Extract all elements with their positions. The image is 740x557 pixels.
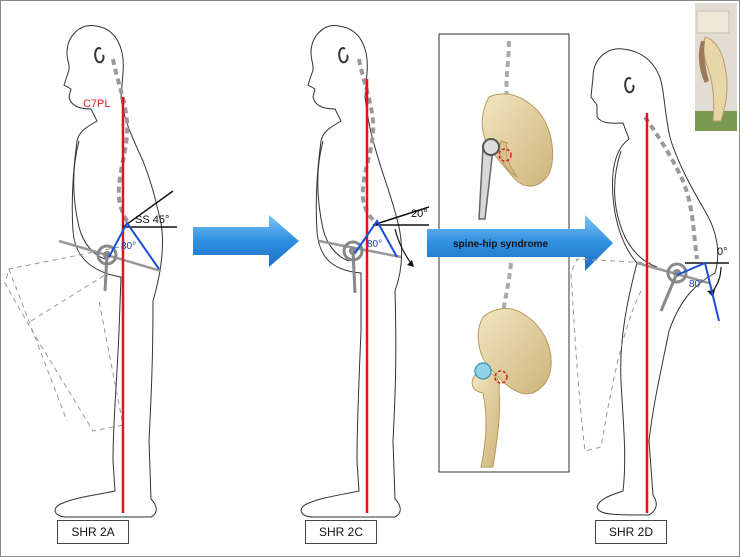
body-outline-a (54, 25, 164, 518)
ear-a (94, 47, 105, 64)
implant-head-lower-inset (474, 362, 492, 380)
ss-line-c (372, 206, 430, 226)
pelvic-angle-lines-c (354, 219, 398, 258)
spine-dashed-lower-inset (501, 262, 513, 314)
ear-c (338, 47, 349, 64)
sacral-arc-c (394, 228, 412, 264)
arm-c (317, 140, 350, 262)
ear-d (624, 77, 635, 94)
label-ss-angle: SS 45° (135, 214, 169, 226)
figure-shr-2a: C7PL SS 45° 80° (4, 25, 177, 518)
femur-stem-c (351, 250, 357, 294)
femoral-head-d (666, 262, 688, 284)
femur-stem-a (103, 254, 109, 292)
label-sacral-angle-d: 0° (717, 246, 728, 258)
spine-d (643, 115, 699, 260)
arm-d (614, 150, 658, 268)
label-spine-hip-syndrome: spine-hip syndrome (453, 239, 548, 250)
arrow-c-to-d (427, 215, 613, 271)
body-outline-c (300, 25, 403, 518)
spine-a (111, 58, 131, 225)
spine-dashed-upper-inset (504, 40, 511, 98)
dashed-leg-d (570, 258, 652, 452)
caption-shr-2d: SHR 2D (595, 520, 667, 544)
pelvic-angle-lines-a (108, 221, 160, 270)
label-pelvic-angle-c: 80° (367, 239, 382, 250)
dashed-leg-a-inner (8, 268, 106, 422)
label-pelvic-angle-a: 80° (121, 241, 136, 252)
pelvic-angle-lines-d (676, 261, 720, 322)
caption-shr-2c: SHR 2C (305, 520, 377, 544)
arrow-a-to-c (193, 215, 299, 267)
arc-arrowhead-c (407, 260, 414, 267)
arm-a (73, 140, 106, 260)
label-c7pl: C7PL (83, 98, 111, 110)
implant-head-upper-inset (482, 138, 500, 156)
femur-stem-d (659, 272, 679, 312)
body-outline-d (590, 48, 719, 516)
pelvis-axis-c (318, 239, 402, 259)
dashed-leg-a (4, 246, 124, 432)
label-pelvic-angle-d: 80° (689, 279, 704, 290)
figure-shr-2d: 0° 80° (570, 48, 729, 516)
ss-line-a (122, 190, 174, 228)
patient-photo (695, 3, 737, 131)
label-sacral-angle-c: 20° (411, 208, 428, 220)
figure-shr-2c: 20° 80° (300, 25, 430, 518)
caption-shr-2a: SHR 2A (57, 520, 129, 544)
